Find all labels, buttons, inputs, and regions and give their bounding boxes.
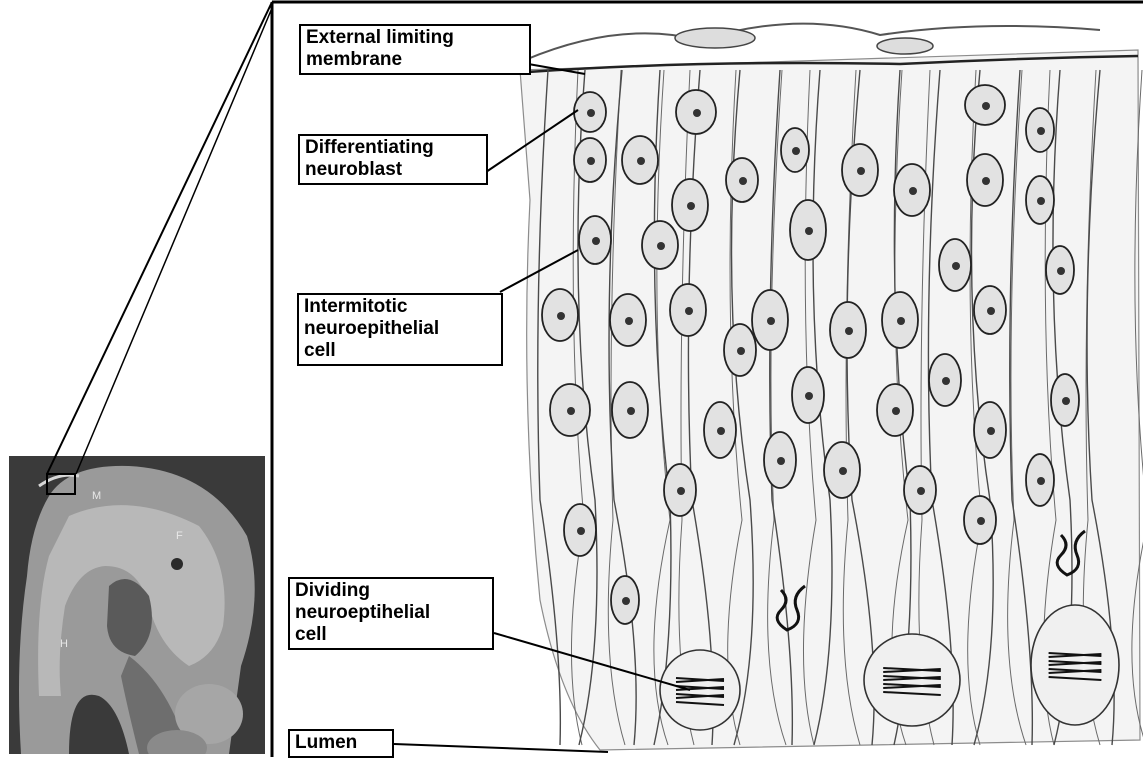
nucleolus	[625, 317, 633, 325]
dividing-cell-body	[1031, 605, 1119, 725]
dividing-cell-body	[864, 634, 960, 726]
nucleolus	[792, 147, 800, 155]
nucleolus	[767, 317, 775, 325]
nucleolus	[557, 312, 565, 320]
nucleolus	[897, 317, 905, 325]
nucleolus	[839, 467, 847, 475]
nucleolus	[587, 157, 595, 165]
label-external-limiting-membrane: External limiting membrane	[299, 24, 531, 75]
nucleolus	[717, 427, 725, 435]
nucleolus	[917, 487, 925, 495]
nucleolus	[677, 487, 685, 495]
nucleolus	[739, 177, 747, 185]
nucleolus	[805, 227, 813, 235]
nucleolus	[987, 427, 995, 435]
nucleolus	[657, 242, 665, 250]
nucleolus	[685, 307, 693, 315]
mesenchyme-cell	[675, 28, 755, 48]
nucleolus	[977, 517, 985, 525]
nucleolus	[622, 597, 630, 605]
nucleolus	[587, 109, 595, 117]
nucleolus	[982, 102, 990, 110]
nucleolus	[592, 237, 600, 245]
nucleolus	[952, 262, 960, 270]
nucleolus	[567, 407, 575, 415]
nucleolus	[777, 457, 785, 465]
nucleolus	[845, 327, 853, 335]
nucleolus	[942, 377, 950, 385]
label-differentiating-neuroblast: Differentiating neuroblast	[298, 134, 488, 185]
nucleolus	[637, 157, 645, 165]
nucleolus	[627, 407, 635, 415]
nucleolus	[987, 307, 995, 315]
nucleolus	[1037, 477, 1045, 485]
nucleolus	[982, 177, 990, 185]
leader-line	[394, 744, 608, 752]
nucleolus	[577, 527, 585, 535]
nucleolus	[1057, 267, 1065, 275]
nucleolus	[1037, 127, 1045, 135]
nucleolus	[687, 202, 695, 210]
label-dividing-cell: Dividing neuroeptihelial cell	[288, 577, 494, 650]
nucleolus	[857, 167, 865, 175]
nucleolus	[1037, 197, 1045, 205]
nucleolus	[737, 347, 745, 355]
label-intermitotic-cell: Intermitotic neuroepithelial cell	[297, 293, 503, 366]
dividing-cell-body	[660, 650, 740, 730]
nucleolus	[805, 392, 813, 400]
nucleolus	[892, 407, 900, 415]
label-lumen: Lumen	[288, 729, 394, 758]
nucleolus	[909, 187, 917, 195]
nucleolus	[693, 109, 701, 117]
nucleolus	[1062, 397, 1070, 405]
mesenchyme-cell	[877, 38, 933, 54]
